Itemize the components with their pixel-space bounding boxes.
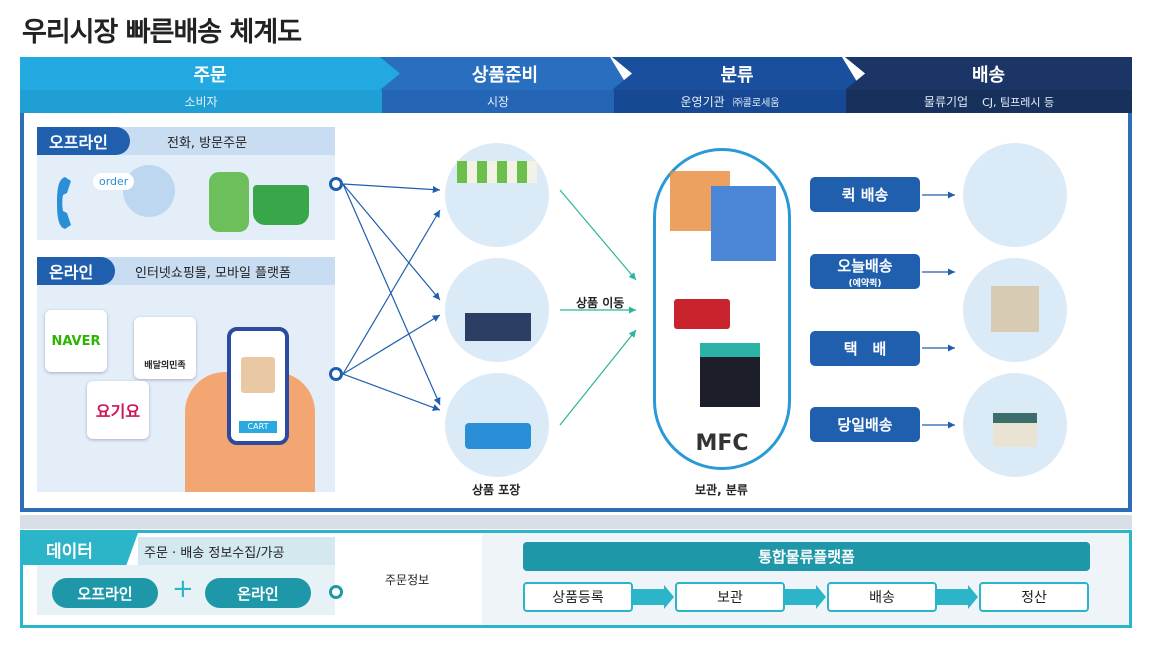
offline-tag: 오프라인 xyxy=(37,127,130,155)
arrow-offline-market2 xyxy=(342,183,441,301)
mfc-caption: 보관, 분류 xyxy=(695,483,748,497)
divider xyxy=(20,515,1132,529)
offline-node xyxy=(329,177,343,191)
step-settlement: 정산 xyxy=(979,582,1089,612)
butcher-icon xyxy=(445,258,549,362)
yogiyo-logo: 요기요 xyxy=(87,381,149,439)
fishmonger-icon xyxy=(445,373,549,477)
plus-icon: + xyxy=(172,574,194,604)
stage-order-sub: 소비자 xyxy=(20,90,382,113)
order-info-label: 주문정보 xyxy=(385,573,430,587)
operator-icon xyxy=(123,165,175,217)
parcel-button: 택 배 xyxy=(810,331,920,366)
rack-icon xyxy=(711,186,776,261)
baemin-logo: 배달의민족 xyxy=(134,317,196,379)
arrow-market3-mfc xyxy=(559,329,637,426)
market-stall-icon xyxy=(445,143,549,247)
step-delivery: 배송 xyxy=(827,582,937,612)
stage-sort: 분류 xyxy=(612,57,862,90)
step-arrow-1 xyxy=(633,585,674,609)
online-pill: 온라인 xyxy=(205,578,311,608)
basket-icon xyxy=(253,185,309,225)
cart-button: CART xyxy=(239,421,277,433)
step-storage: 보관 xyxy=(675,582,785,612)
delivery-sub-note: CJ, 팀프레시 등 xyxy=(982,95,1055,109)
pack-label: 상품 포장 xyxy=(472,483,521,497)
sort-sub-label: 운영기관 xyxy=(680,95,725,109)
naver-logo: NAVER xyxy=(45,310,107,372)
mfc-capsule: MFC xyxy=(653,148,791,470)
robot-icon xyxy=(674,299,730,329)
stage-delivery: 배송 xyxy=(845,57,1132,90)
sorter-icon xyxy=(700,343,760,407)
online-node xyxy=(329,367,343,381)
stage-order: 주문 xyxy=(20,57,400,90)
courier-icon xyxy=(963,143,1067,247)
page-title: 우리시장 빠른배송 체계도 xyxy=(22,17,302,48)
arrow-offline-market1 xyxy=(342,183,441,194)
step-arrow-2 xyxy=(785,585,826,609)
stage-header: 주문 상품준비 분류 배송 소비자 시장 운영기관 ㈜콜로세움 물류기업 CJ, 팀… xyxy=(20,57,1132,113)
arrow-online-market1 xyxy=(342,209,441,375)
step-arrow-3 xyxy=(937,585,978,609)
stage-sort-sub: 운영기관 ㈜콜로세움 xyxy=(614,90,846,113)
data-desc: 주문 · 배송 정보수집/가공 xyxy=(138,537,335,565)
today-note: (예약퀵) xyxy=(848,278,882,289)
order-bubble: order xyxy=(93,173,135,190)
delivery-sub-label: 물류기업 xyxy=(923,95,969,109)
offline-desc: 전화, 방문주문 xyxy=(167,135,248,151)
data-node xyxy=(329,585,343,599)
quick-delivery-button: 퀵 배송 xyxy=(810,177,920,212)
bag-icon xyxy=(241,357,275,393)
mfc-label: MFC xyxy=(695,431,749,456)
step-register: 상품등록 xyxy=(523,582,633,612)
online-panel: 온라인 인터넷쇼핑몰, 모바일 플랫폼 NAVER 배달의민족 요기요 CART xyxy=(37,257,335,492)
today-delivery-button: 오늘배송 (예약퀵) xyxy=(810,254,920,289)
phone-icon xyxy=(57,177,71,229)
shopper-icon xyxy=(209,172,249,232)
data-tag: 데이터 xyxy=(22,533,138,565)
today-label: 오늘배송 xyxy=(837,256,893,275)
phone-cart-icon: CART xyxy=(227,327,289,445)
arrow-market1-mfc xyxy=(559,189,637,281)
stage-prep: 상품준비 xyxy=(380,57,630,90)
move-label: 상품 이동 xyxy=(576,296,625,310)
arrow-online-market3 xyxy=(342,373,441,411)
offline-panel: 오프라인 전화, 방문주문 order xyxy=(37,127,335,240)
same-day-button: 당일배송 xyxy=(810,407,920,442)
stage-delivery-sub: 물류기업 CJ, 팀프레시 등 xyxy=(846,90,1132,113)
online-tag: 온라인 xyxy=(37,257,116,285)
apartment-icon xyxy=(963,258,1067,362)
sort-sub-note: ㈜콜로세움 xyxy=(732,98,780,109)
online-desc: 인터넷쇼핑몰, 모바일 플랫폼 xyxy=(135,265,291,281)
arrow-online-market2 xyxy=(342,314,441,375)
stage-prep-sub: 시장 xyxy=(382,90,614,113)
house-icon xyxy=(963,373,1067,477)
arrow-offline-market3 xyxy=(342,183,441,406)
platform-bar: 통합물류플랫폼 xyxy=(523,542,1090,571)
offline-pill: 오프라인 xyxy=(52,578,158,608)
